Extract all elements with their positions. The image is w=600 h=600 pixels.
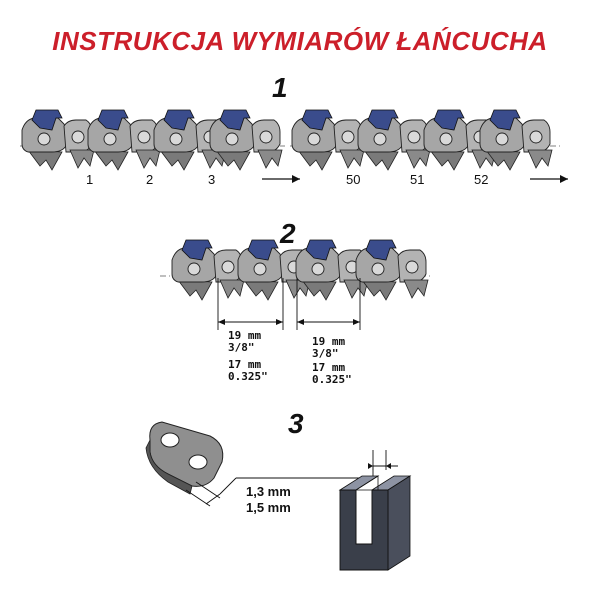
link-number: 3 xyxy=(208,172,216,187)
gauge-leader xyxy=(236,450,398,479)
pitch-right-inch-b: 0.325" xyxy=(312,373,352,386)
pitch-left-inch-a: 3/8" xyxy=(228,341,255,354)
link-number: 51 xyxy=(410,172,425,187)
pitch-left-inch-b: 0.325" xyxy=(228,370,268,383)
link-number: 1 xyxy=(86,172,94,187)
pitch-left-mm-a: 19 mm xyxy=(228,329,262,342)
step-3-label: 3 xyxy=(288,408,304,439)
diagram-title: INSTRUKCJA WYMIARÓW ŁAŃCUCHA xyxy=(52,26,548,56)
gauge-value-b: 1,5 mm xyxy=(246,500,291,515)
pitch-left-mm-b: 17 mm xyxy=(228,358,262,371)
pitch-dimension-left xyxy=(217,278,284,330)
arrow-2 xyxy=(530,175,568,183)
chain-row-2 xyxy=(160,239,430,301)
step-2-label: 2 xyxy=(280,218,296,249)
arrow-1 xyxy=(262,175,300,183)
gauge-value-a: 1,3 mm xyxy=(246,484,291,499)
link-number: 52 xyxy=(474,172,489,187)
guide-bar-groove xyxy=(338,475,412,571)
link-number: 2 xyxy=(146,172,154,187)
step-1-label: 1 xyxy=(272,72,288,103)
pitch-right-mm-b: 17 mm xyxy=(312,361,346,374)
drive-link-perspective xyxy=(145,421,237,507)
pitch-right-mm-a: 19 mm xyxy=(312,335,346,348)
chain-row-1-right xyxy=(290,109,560,171)
link-number: 50 xyxy=(346,172,361,187)
pitch-dimension-right xyxy=(296,278,361,330)
chain-row-1-left xyxy=(20,109,285,171)
pitch-right-inch-a: 3/8" xyxy=(312,347,339,360)
